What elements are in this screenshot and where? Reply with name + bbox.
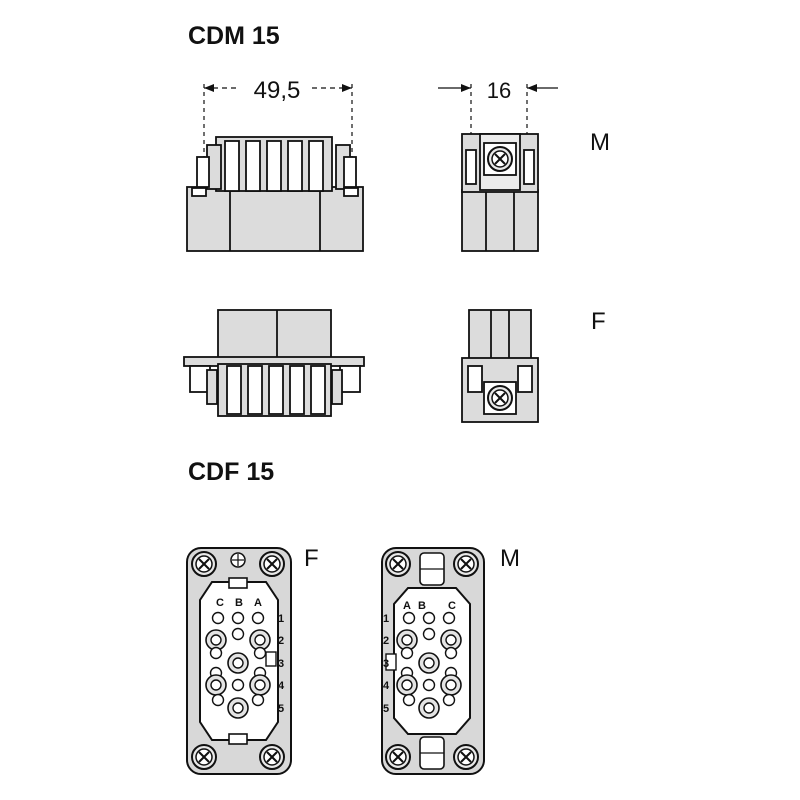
row-label: 3 bbox=[278, 658, 284, 670]
contact-small bbox=[211, 693, 225, 707]
cdm-title: CDM 15 bbox=[188, 22, 280, 50]
contact-large bbox=[396, 674, 418, 696]
contact-small bbox=[251, 693, 265, 707]
cdf-title: CDF 15 bbox=[188, 458, 275, 486]
contact-small bbox=[402, 693, 416, 707]
row-label: 1 bbox=[278, 613, 284, 625]
column-label: A bbox=[403, 600, 411, 612]
face-label-male: M bbox=[500, 545, 520, 572]
dimension-depth-value: 16 bbox=[487, 78, 511, 103]
row-label: 5 bbox=[383, 703, 389, 715]
contact-small bbox=[422, 611, 436, 625]
contact-large bbox=[227, 652, 249, 674]
contact-small bbox=[231, 611, 245, 625]
cdm-front-view bbox=[186, 136, 364, 252]
contact-large bbox=[227, 697, 249, 719]
contact-large bbox=[440, 674, 462, 696]
contact-small bbox=[422, 627, 436, 641]
contact-small bbox=[444, 646, 458, 660]
row-label: 4 bbox=[383, 680, 390, 692]
contact-small bbox=[442, 693, 456, 707]
contact-small bbox=[442, 611, 456, 625]
face-label-female: F bbox=[304, 545, 319, 572]
dimension-width-value: 49,5 bbox=[254, 77, 301, 104]
cdf-front-view bbox=[183, 309, 365, 417]
side-label-female: F bbox=[591, 308, 606, 335]
row-label: 1 bbox=[383, 613, 389, 625]
contact-large bbox=[249, 674, 271, 696]
column-label: A bbox=[254, 597, 262, 609]
row-label: 3 bbox=[383, 658, 389, 670]
column-label: B bbox=[235, 597, 243, 609]
column-label: B bbox=[418, 600, 426, 612]
contact-small bbox=[211, 611, 225, 625]
dimension-width bbox=[203, 84, 353, 160]
row-label: 2 bbox=[278, 635, 284, 647]
contact-small bbox=[231, 627, 245, 641]
contact-small bbox=[209, 646, 223, 660]
column-label: C bbox=[448, 600, 456, 612]
contact-large bbox=[205, 674, 227, 696]
side-label-male: M bbox=[590, 129, 610, 156]
row-label: 4 bbox=[278, 680, 285, 692]
contact-small bbox=[251, 611, 265, 625]
column-label: C bbox=[216, 597, 224, 609]
contact-small bbox=[253, 646, 267, 660]
contact-small bbox=[400, 646, 414, 660]
contact-small bbox=[402, 611, 416, 625]
contact-large bbox=[418, 652, 440, 674]
row-label: 2 bbox=[383, 635, 389, 647]
cdm-side-view bbox=[461, 133, 539, 252]
contact-small bbox=[231, 678, 245, 692]
row-label: 5 bbox=[278, 703, 284, 715]
contact-large bbox=[418, 697, 440, 719]
cdf-side-view bbox=[461, 309, 539, 423]
contact-small bbox=[422, 678, 436, 692]
